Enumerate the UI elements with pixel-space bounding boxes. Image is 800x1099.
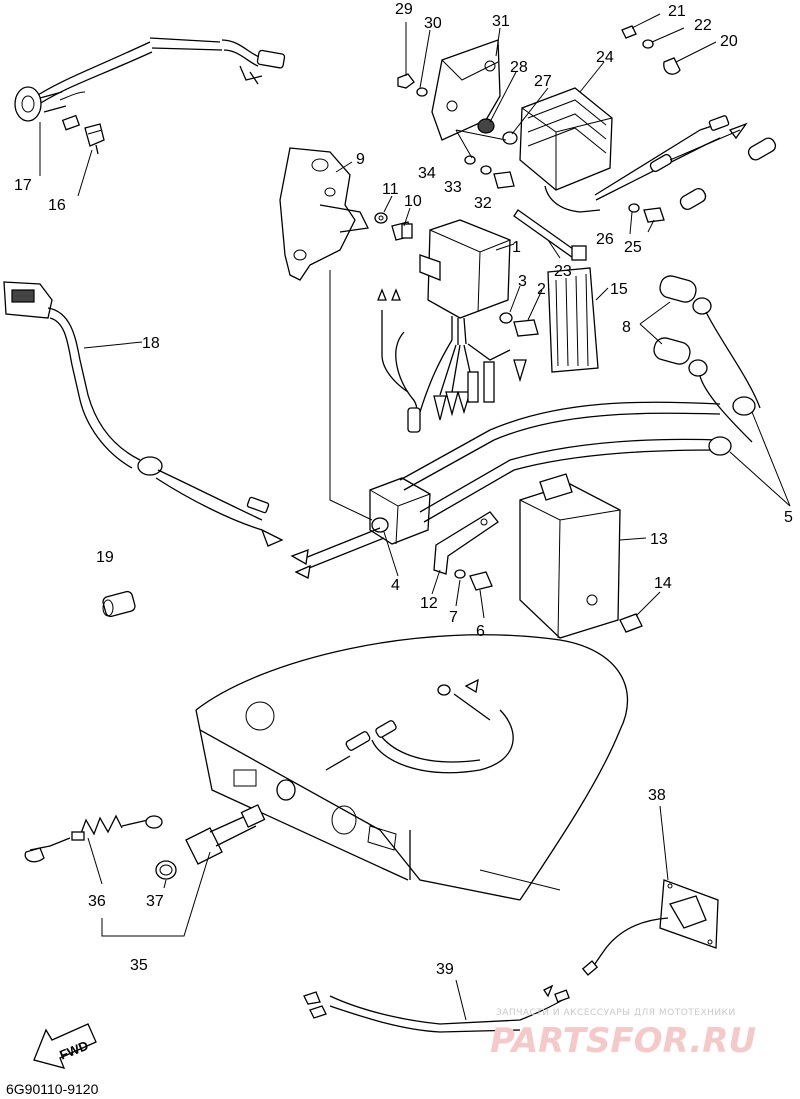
diagram-code: 6G90110-9120 — [6, 1081, 99, 1097]
part-label-13: 13 — [650, 531, 668, 548]
part-label-9: 9 — [356, 151, 365, 168]
part-label-38: 38 — [648, 787, 666, 804]
rectifier-regulator-24 — [519, 87, 777, 213]
nut-29-washer-30 — [397, 73, 428, 97]
part-label-24: 24 — [596, 49, 614, 66]
part-19 — [102, 590, 136, 618]
part-label-6: 6 — [476, 623, 485, 640]
lead-39 — [303, 960, 599, 1033]
part-label-11: 11 — [382, 181, 399, 198]
part-label-39: 39 — [436, 961, 454, 978]
part-label-25: 25 — [624, 239, 642, 256]
grommets-5 — [708, 396, 756, 456]
fwd-arrow-icon: FWD — [33, 1023, 97, 1069]
grommet-28-collar-27 — [477, 118, 518, 145]
leader-lines — [39, 13, 791, 1021]
part-label-16: 16 — [48, 197, 66, 214]
part-label-15: 15 — [610, 281, 628, 298]
part-label-36: 36 — [88, 893, 106, 910]
bolt-6-washer-7 — [454, 569, 493, 591]
battery-cable-assembly — [14, 37, 286, 122]
part-label-32: 32 — [474, 195, 492, 212]
bolt-25-washer-26 — [628, 203, 665, 223]
cowling-wires — [325, 678, 514, 774]
plug-caps-8 — [653, 275, 761, 443]
cdi-unit-1 — [377, 219, 527, 433]
plate-38 — [589, 879, 719, 973]
part-label-34: 34 — [418, 165, 436, 182]
screw-14 — [619, 613, 643, 633]
part-label-3: 3 — [518, 273, 527, 290]
part-label-20: 20 — [720, 33, 738, 50]
bracket-12 — [433, 511, 499, 575]
clip-37 — [155, 860, 177, 880]
cover-13 — [519, 473, 621, 639]
band-23 — [513, 209, 587, 261]
part-label-12: 12 — [420, 595, 438, 612]
terminal-block-15 — [547, 267, 599, 373]
watermark: ЗАПЧАСТИ И АКСЕССУАРЫ ДЛЯ МОТОТЕХНИКИ PA… — [490, 1008, 756, 1061]
part-label-18: 18 — [142, 335, 160, 352]
part-label-1: 1 — [512, 239, 521, 256]
part-label-30: 30 — [424, 15, 442, 32]
part-label-4: 4 — [391, 577, 400, 594]
part-label-2: 2 — [537, 281, 546, 298]
part-label-10: 10 — [404, 193, 422, 210]
part-label-27: 27 — [534, 73, 552, 90]
part-label-22: 22 — [694, 17, 712, 34]
switch-16 — [61, 114, 105, 155]
part-label-17: 17 — [14, 177, 32, 194]
part-label-35: 35 — [130, 957, 148, 974]
stop-switch-assembly-35 — [185, 804, 266, 865]
ignition-coil-4 — [290, 401, 721, 579]
part-label-33: 33 — [444, 179, 462, 196]
part-label-19: 19 — [96, 549, 114, 566]
part-label-23: 23 — [554, 263, 572, 280]
part-label-37: 37 — [146, 893, 164, 910]
part-label-5: 5 — [784, 509, 793, 526]
reference-line — [329, 270, 373, 521]
part-label-26: 26 — [596, 231, 614, 248]
lanyard-36 — [24, 814, 163, 863]
bolt-10-washer-11 — [374, 212, 413, 241]
part-label-29: 29 — [395, 1, 413, 18]
part-label-14: 14 — [654, 575, 672, 592]
watermark-tagline: ЗАПЧАСТИ И АКСЕССУАРЫ ДЛЯ МОТОТЕХНИКИ — [496, 1008, 736, 1018]
part-label-21: 21 — [668, 3, 686, 20]
part-label-7: 7 — [449, 609, 458, 626]
bottom-cowling — [195, 634, 629, 901]
clamp-20-bolt-21-washer-22 — [621, 25, 681, 75]
watermark-brand: PARTSFOR.RU — [490, 1021, 756, 1061]
part-label-28: 28 — [510, 59, 528, 76]
bracket-9 — [279, 147, 369, 281]
part-label-8: 8 — [622, 319, 631, 336]
part-label-31: 31 — [492, 13, 510, 30]
bolt-2-washer-3 — [499, 312, 539, 337]
connector-cable-18 — [3, 281, 284, 547]
part-number-labels: 1 2 3 4 5 6 7 8 9 10 11 12 13 14 15 16 1… — [14, 1, 793, 978]
bolt-32-washers-33-34 — [464, 155, 515, 189]
